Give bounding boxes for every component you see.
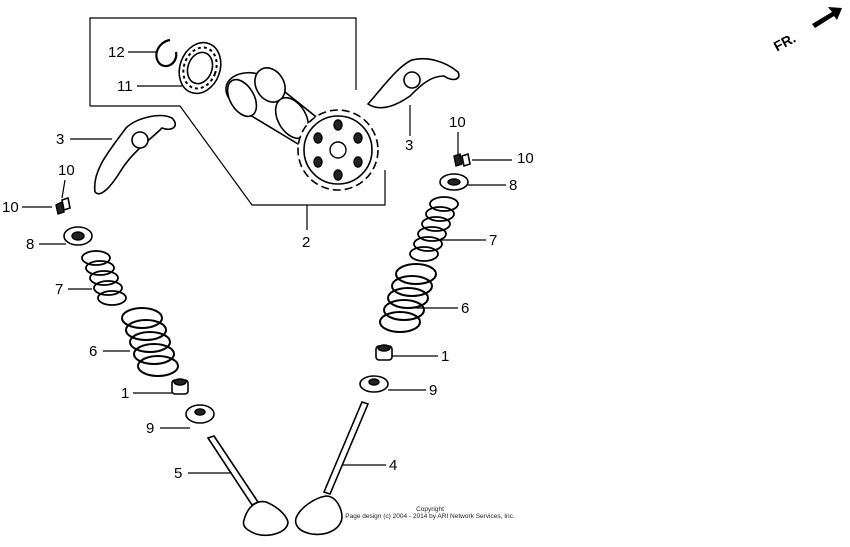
spring-retainer-right <box>439 173 469 191</box>
valve-spring-outer-right <box>379 263 437 333</box>
callout-7-right: 7 <box>489 232 497 249</box>
cam-sprocket <box>297 109 379 191</box>
front-direction-indicator: FR. <box>771 7 842 54</box>
front-label: FR. <box>771 30 798 55</box>
callout-1-left: 1 <box>121 385 129 402</box>
callout-3-right: 3 <box>405 137 413 154</box>
snap-ring <box>155 38 178 68</box>
stem-seal-left <box>171 378 189 395</box>
arrow-icon <box>812 7 842 28</box>
callout-4: 4 <box>389 457 397 474</box>
callout-1-right: 1 <box>441 348 449 365</box>
leader-lines <box>22 51 512 474</box>
valve-spring-outer-left <box>121 307 179 377</box>
callout-9-left: 9 <box>146 420 154 437</box>
callout-12: 12 <box>108 44 125 61</box>
rocker-arm-right <box>366 57 460 109</box>
spring-seat-left <box>185 404 215 424</box>
stem-seal-right <box>375 344 393 361</box>
copyright-line-2: Page design (c) 2004 - 2014 by ARI Netwo… <box>345 513 515 520</box>
callout-5: 5 <box>174 465 182 482</box>
callout-10-left: 10 <box>2 199 19 216</box>
copyright-notice: Copyright Page design (c) 2004 - 2014 by… <box>320 506 540 520</box>
spring-seat-right <box>359 375 389 393</box>
callout-8-left: 8 <box>26 236 34 253</box>
callout-10-left-top: 10 <box>58 162 75 179</box>
callout-3-left: 3 <box>56 131 64 148</box>
intake-valve <box>294 401 370 536</box>
exhaust-valve <box>206 435 289 537</box>
valve-cotters-right <box>453 152 471 168</box>
callout-9-right: 9 <box>429 382 437 399</box>
spring-retainer-left <box>63 226 93 246</box>
callout-10-right-top: 10 <box>449 114 466 131</box>
callout-2: 2 <box>302 234 310 251</box>
callout-7-left: 7 <box>55 281 63 298</box>
camshaft-assembly-bracket <box>89 17 386 230</box>
callout-6-left: 6 <box>89 343 97 360</box>
callout-11: 11 <box>117 78 133 95</box>
callout-10-right: 10 <box>517 150 534 167</box>
valve-spring-inner-right <box>409 196 459 262</box>
valve-spring-inner-left <box>81 250 127 306</box>
callout-labels: 12 11 3 3 10 10 10 10 8 8 7 7 6 6 1 1 9 … <box>2 44 534 482</box>
callout-6-right: 6 <box>461 300 469 317</box>
valve-cotters-left <box>55 196 71 215</box>
copyright-line-1: Copyright <box>416 506 444 513</box>
rocker-arm-left <box>93 114 177 195</box>
bearing <box>178 41 222 95</box>
callout-8-right: 8 <box>509 177 517 194</box>
